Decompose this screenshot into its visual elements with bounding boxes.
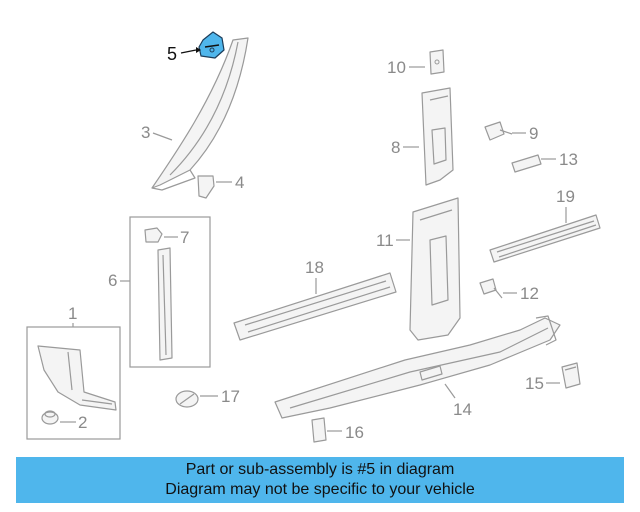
banner-line-2: Diagram may not be specific to your vehi… <box>165 481 475 498</box>
part-11-b-pillar-lower-trim <box>409 197 461 341</box>
callout-14: 14 <box>453 400 472 419</box>
arrowhead <box>196 47 201 53</box>
callout-19: 19 <box>556 187 575 206</box>
part-1-kick-panel <box>37 345 117 411</box>
callout-2: 2 <box>78 413 87 432</box>
callout-9: 9 <box>529 124 538 143</box>
part-8-b-pillar-upper-trim <box>421 87 454 186</box>
part-5-clip-highlighted[interactable] <box>198 31 225 59</box>
part-7-clip <box>144 227 163 243</box>
callout-7: 7 <box>180 228 189 247</box>
callout-18: 18 <box>305 258 324 277</box>
info-banner: Part or sub-assembly is #5 in diagram Di… <box>16 457 624 503</box>
callout-12: 12 <box>520 284 539 303</box>
part-2-push-pin <box>41 410 59 425</box>
part-4-clip <box>197 175 215 199</box>
part-9-screw <box>484 121 513 141</box>
callout-17: 17 <box>221 387 240 406</box>
part-13-pad <box>511 154 542 173</box>
callout-16: 16 <box>345 423 364 442</box>
callout-1: 1 <box>68 304 77 323</box>
sub-assembly-box-6 <box>129 216 211 368</box>
callout-4: 4 <box>235 173 244 192</box>
part-14-rocker-panel <box>274 315 561 419</box>
callout-6: 6 <box>108 271 117 290</box>
part-16-clip <box>311 417 327 443</box>
part-17-button <box>175 390 199 408</box>
callout-5: 5 <box>167 44 177 64</box>
banner-line-1: Part or sub-assembly is #5 in diagram <box>185 461 455 478</box>
callout-3: 3 <box>141 123 150 142</box>
part-15-clip <box>561 362 581 389</box>
callout-13: 13 <box>559 150 578 169</box>
callout-10: 10 <box>387 58 406 77</box>
part-19-scuff-strip <box>489 214 601 263</box>
callout-15: 15 <box>525 374 544 393</box>
callout-8: 8 <box>391 138 400 157</box>
part-18-sill-strip <box>233 272 397 341</box>
part-12-screw <box>479 278 503 299</box>
part-3-a-pillar-trim <box>151 37 249 191</box>
part-10-clip <box>429 49 445 75</box>
callout-11: 11 <box>376 231 394 250</box>
part-6-b-pillar-lower-trim <box>157 247 173 361</box>
